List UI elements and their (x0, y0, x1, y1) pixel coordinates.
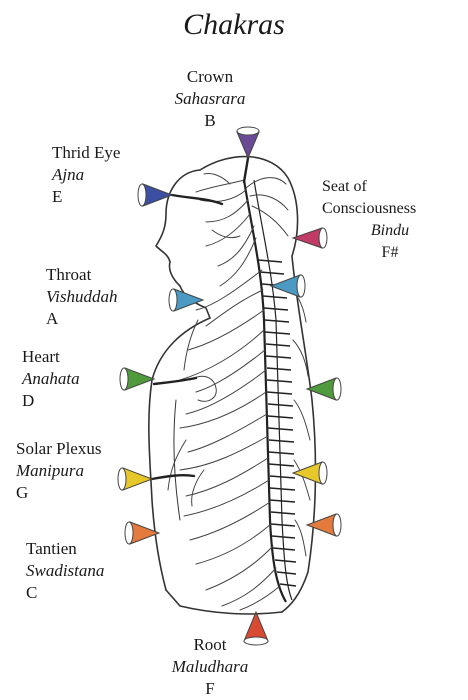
chakra-name: Thrid Eye (52, 142, 120, 164)
chakra-name: Heart (22, 346, 80, 368)
chakra-sanskrit: Swadistana (26, 560, 104, 582)
chakra-sanskrit: Maludhara (150, 656, 270, 678)
nerve-branches (168, 173, 310, 610)
chakra-label-third-eye: Thrid Eye Ajna E (52, 142, 120, 208)
chakra-note: D (22, 390, 80, 412)
chakra-sanskrit: Bindu (322, 220, 458, 242)
chakra-label-crown: Crown Sahasrara B (150, 66, 270, 132)
chakra-sanskrit: Manipura (16, 460, 101, 482)
heart-left-cone (120, 368, 154, 390)
chakra-note: C (26, 582, 104, 604)
chakra-name: Solar Plexus (16, 438, 101, 460)
chakra-label-solar-plexus: Solar Plexus Manipura G (16, 438, 101, 504)
chakra-sanskrit: Vishuddah (46, 286, 117, 308)
chakra-name: Throat (46, 264, 117, 286)
chakra-sanskrit: Anahata (22, 368, 80, 390)
chakra-label-throat: Throat Vishuddah A (46, 264, 117, 330)
chakra-name: Seat of Consciousness (322, 176, 458, 220)
chakra-name: Root (150, 634, 270, 656)
body-outline (149, 157, 316, 614)
throat-left-cone (169, 289, 203, 311)
chakra-name: Crown (150, 66, 270, 88)
chakra-note: F# (322, 242, 458, 264)
chakra-sanskrit: Sahasrara (150, 88, 270, 110)
chakra-note: G (16, 482, 101, 504)
chakra-note: B (150, 110, 270, 132)
chakra-label-tantien: Tantien Swadistana C (26, 538, 104, 604)
chakra-label-seat-of-consciousness: Seat of Consciousness Bindu F# (322, 176, 458, 264)
solar-plexus-right-cone (293, 462, 327, 484)
throat-right-cone (271, 275, 305, 297)
chakra-label-heart: Heart Anahata D (22, 346, 80, 412)
solar-plexus-left-cone (118, 468, 152, 490)
chakra-label-root: Root Maludhara F (150, 634, 270, 700)
chakra-note: F (150, 678, 270, 700)
chakra-note: E (52, 186, 120, 208)
chakra-sanskrit: Ajna (52, 164, 120, 186)
chakra-name: Tantien (26, 538, 104, 560)
chakra-note: A (46, 308, 117, 330)
